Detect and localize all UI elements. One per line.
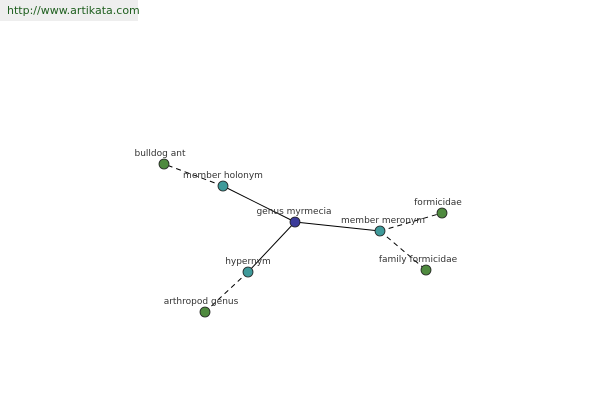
node-member-meronym[interactable] bbox=[374, 225, 386, 237]
labels: genus myrmecia member holonym member mer… bbox=[135, 149, 463, 307]
site-url[interactable]: http://www.artikata.com bbox=[7, 4, 140, 17]
node-formicidae[interactable] bbox=[436, 207, 448, 219]
label-arthropod-genus: arthropod genus bbox=[164, 297, 239, 307]
edge-meronym-formicidae bbox=[379, 212, 443, 232]
edge-holonym-bulldog bbox=[163, 163, 224, 187]
label-hypernym: hypernym bbox=[225, 257, 271, 267]
edge-center-meronym bbox=[294, 221, 381, 232]
edge-hypernym-arthropod bbox=[204, 271, 249, 313]
label-member-meronym: member meronym bbox=[341, 216, 425, 226]
node-family-formicidae[interactable] bbox=[420, 264, 432, 276]
edge-center-holonym bbox=[222, 185, 296, 223]
edges bbox=[163, 163, 443, 313]
nodes bbox=[158, 158, 448, 318]
edge-center-hypernym bbox=[247, 221, 296, 273]
node-hypernym[interactable] bbox=[242, 266, 254, 278]
label-bulldog-ant: bulldog ant bbox=[135, 149, 186, 159]
node-member-holonym[interactable] bbox=[217, 180, 229, 192]
label-genus-myrmecia: genus myrmecia bbox=[256, 207, 331, 217]
label-formicidae: formicidae bbox=[414, 198, 462, 208]
url-banner: http://www.artikata.com bbox=[0, 0, 140, 21]
edge-meronym-family bbox=[379, 230, 427, 271]
label-member-holonym: member holonym bbox=[183, 171, 263, 181]
node-genus-myrmecia[interactable] bbox=[289, 216, 301, 228]
node-bulldog-ant[interactable] bbox=[158, 158, 170, 170]
node-arthropod-genus[interactable] bbox=[199, 306, 211, 318]
label-family-formicidae: family formicidae bbox=[379, 255, 458, 265]
